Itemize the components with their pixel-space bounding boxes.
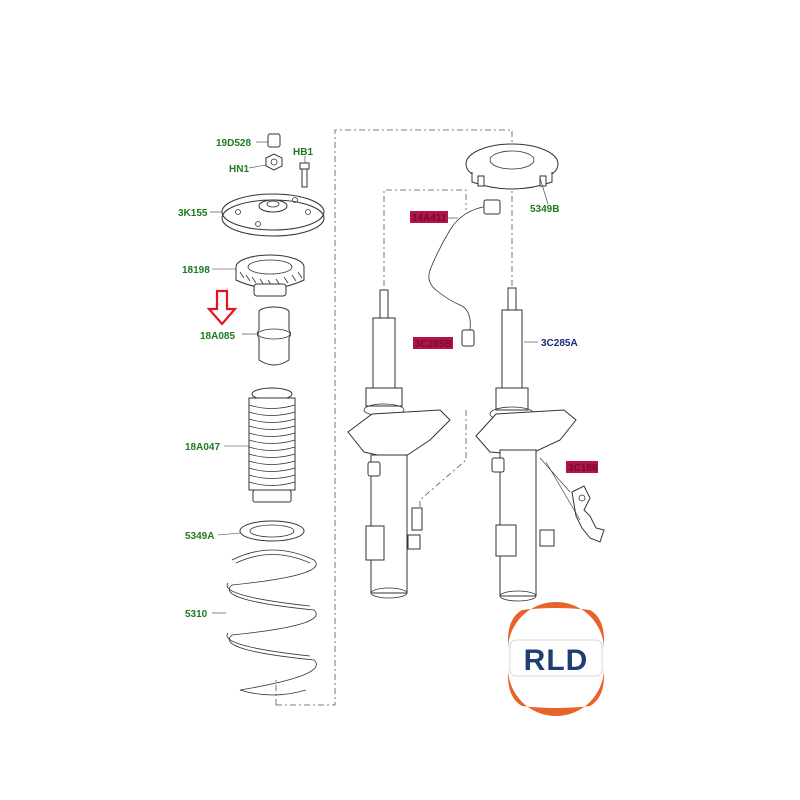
label-18a085: 18A085 bbox=[200, 331, 235, 342]
svg-text:RLD: RLD bbox=[524, 644, 589, 677]
highlight-label-3c285b: 3C285B bbox=[413, 337, 453, 350]
part-18a047-dust-boot bbox=[224, 387, 296, 503]
part-3c188-bracket bbox=[539, 457, 605, 543]
strut-left-assembly bbox=[347, 289, 451, 599]
label-3c285a: 3C285A bbox=[541, 338, 578, 349]
label-5349a: 5349A bbox=[185, 531, 214, 542]
part-19d528-cap bbox=[256, 133, 281, 148]
part-5349b-upper-seat bbox=[465, 143, 559, 205]
part-18198-bearing bbox=[212, 254, 305, 297]
rld-logo: RLD bbox=[508, 602, 604, 716]
svg-text:14A411: 14A411 bbox=[412, 213, 447, 224]
highlight-arrow-icon bbox=[206, 289, 238, 326]
svg-text:3C285B: 3C285B bbox=[415, 339, 452, 350]
label-5349b: 5349B bbox=[530, 204, 559, 215]
part-18a085-bump-stop bbox=[242, 306, 291, 366]
label-3k155: 3K155 bbox=[178, 208, 208, 219]
part-hb1-bolt bbox=[299, 156, 310, 188]
label-18a047: 18A047 bbox=[185, 442, 220, 453]
highlight-label-14a411: 14A411 bbox=[410, 211, 448, 224]
part-5310-coil-spring bbox=[212, 549, 317, 696]
label-5310: 5310 bbox=[185, 609, 208, 620]
label-hb1: HB1 bbox=[293, 147, 313, 158]
part-hn1-nut bbox=[248, 153, 283, 171]
highlight-label-3c188: 3C188 bbox=[566, 461, 598, 474]
part-3k155-top-mount bbox=[210, 193, 325, 237]
assembly-frame bbox=[275, 129, 513, 706]
part-14a411-sensor-wire bbox=[428, 199, 501, 347]
strut-right-assembly bbox=[475, 287, 577, 602]
label-hn1: HN1 bbox=[229, 164, 249, 175]
svg-text:3C188: 3C188 bbox=[568, 463, 598, 474]
label-19d528: 19D528 bbox=[216, 138, 251, 149]
label-18198: 18198 bbox=[182, 265, 210, 276]
part-5349a-spring-seat bbox=[217, 520, 305, 542]
